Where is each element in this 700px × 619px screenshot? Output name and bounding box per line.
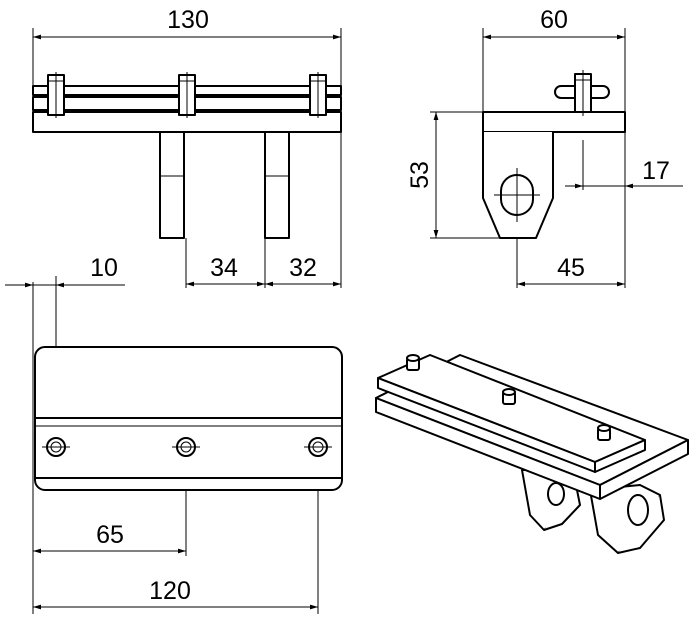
top-view: 10 65 120 (5, 254, 343, 614)
front-leg-left (159, 131, 185, 239)
side-view: 60 53 17 45 (406, 6, 683, 288)
side-base-plate (482, 111, 626, 133)
dim-17-label: 17 (642, 157, 670, 185)
dim-32-label: 32 (289, 254, 317, 282)
isometric-view (375, 354, 689, 554)
side-bolt (554, 70, 610, 116)
iso-bolt-middle (502, 388, 516, 405)
dim-53-label: 53 (406, 161, 434, 189)
dim-120-label: 120 (149, 577, 191, 605)
dim-10-label: 10 (90, 254, 118, 282)
iso-bolt-left (406, 354, 420, 371)
front-bolt-right (309, 72, 327, 118)
iso-leg-front (589, 484, 665, 554)
front-leg-right (264, 131, 290, 239)
front-bolt-left (47, 72, 65, 118)
dim-130-label: 130 (167, 6, 209, 34)
top-hole-right (304, 437, 332, 457)
dim-60-label: 60 (540, 6, 568, 34)
dim-34-label: 34 (210, 254, 238, 282)
dim-65-label: 65 (96, 521, 124, 549)
top-hole-left (42, 437, 70, 457)
iso-bolt-right (597, 424, 611, 441)
dim-45-label: 45 (557, 254, 585, 282)
front-bolt-middle (178, 72, 196, 118)
top-hole-middle (172, 437, 200, 457)
front-view: 130 34 32 (32, 6, 342, 288)
